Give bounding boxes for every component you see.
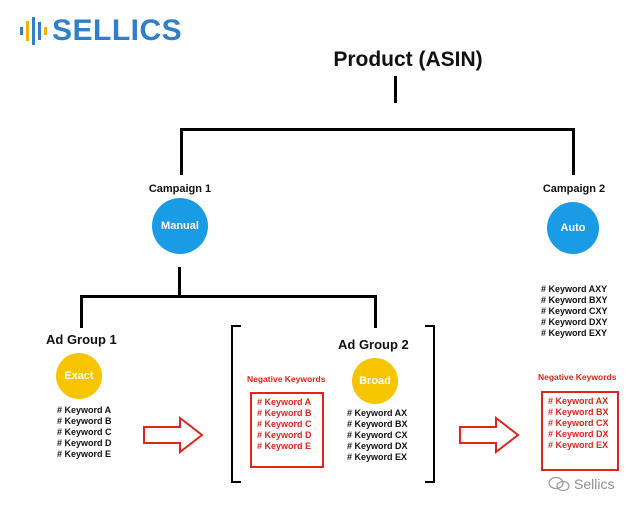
adgroup2-negative-box: # Keyword A # Keyword B # Keyword C # Ke…	[250, 392, 324, 468]
list-item: # Keyword BX	[347, 419, 408, 429]
list-item: # Keyword DX	[548, 429, 609, 439]
list-item: # Keyword EX	[548, 440, 609, 450]
list-item: # Keyword EXY	[541, 328, 608, 338]
adgroup2-branch	[374, 295, 377, 328]
campaign2-label: Campaign 2	[542, 183, 606, 195]
list-item: # Keyword CX	[347, 430, 408, 440]
right-arrow-icon	[459, 416, 520, 454]
list-item: # Keyword C	[257, 419, 312, 429]
adgroup1-exact-circle: Exact	[56, 353, 102, 399]
adgroup1-keyword-list: # Keyword A # Keyword B # Keyword C # Ke…	[57, 405, 112, 460]
campaign-connector	[180, 128, 575, 131]
campaign2-branch	[572, 128, 575, 175]
list-item: # Keyword BXY	[541, 295, 608, 305]
sellics-logo: SELLICS	[18, 14, 182, 48]
list-item: # Keyword D	[57, 438, 112, 448]
list-item: # Keyword B	[257, 408, 312, 418]
chat-bubble-icon	[548, 476, 570, 492]
adgroup2-bracket-left	[231, 325, 241, 483]
campaign2-negative-label: Negative Keywords	[538, 372, 617, 382]
adgroup1-label: Ad Group 1	[46, 332, 117, 347]
list-item: # Keyword CXY	[541, 306, 608, 316]
list-item: # Keyword E	[257, 441, 312, 451]
page-title: Product (ASIN)	[333, 48, 483, 71]
campaign1-branch	[180, 128, 183, 175]
adgroup-connector	[80, 295, 377, 298]
adgroup2-broad-circle: Broad	[352, 358, 398, 404]
adgroup2-label: Ad Group 2	[338, 337, 409, 352]
list-item: # Keyword CX	[548, 418, 609, 428]
adgroup2-keyword-list: # Keyword AX # Keyword BX # Keyword CX #…	[347, 408, 408, 463]
adgroup1-branch	[80, 295, 83, 328]
campaign1-manual-circle: Manual	[152, 198, 208, 254]
list-item: # Keyword C	[57, 427, 112, 437]
adgroup2-negative-list: # Keyword A # Keyword B # Keyword C # Ke…	[257, 397, 317, 452]
campaign1-label: Campaign 1	[148, 183, 212, 195]
list-item: # Keyword AX	[548, 396, 609, 406]
list-item: # Keyword A	[57, 405, 112, 415]
list-item: # Keyword A	[257, 397, 312, 407]
list-item: # Keyword EX	[347, 452, 408, 462]
campaign2-keyword-list: # Keyword AXY # Keyword BXY # Keyword CX…	[541, 284, 608, 339]
campaign2-negative-box: # Keyword AX # Keyword BX # Keyword CX #…	[541, 391, 619, 471]
campaign2-auto-circle: Auto	[547, 202, 599, 254]
list-item: # Keyword DX	[347, 441, 408, 451]
list-item: # Keyword AX	[347, 408, 408, 418]
adgroup2-negative-label: Negative Keywords	[247, 374, 326, 384]
list-item: # Keyword DXY	[541, 317, 608, 327]
adgroup2-bracket-right	[425, 325, 435, 483]
list-item: # Keyword BX	[548, 407, 609, 417]
list-item: # Keyword E	[57, 449, 112, 459]
campaign2-negative-list: # Keyword AX # Keyword BX # Keyword CX #…	[548, 396, 612, 451]
sound-wave-icon	[20, 17, 47, 45]
list-item: # Keyword AXY	[541, 284, 608, 294]
list-item: # Keyword B	[57, 416, 112, 426]
right-arrow-icon	[143, 416, 204, 454]
campaign1-stem	[178, 267, 181, 295]
watermark-text: Sellics	[574, 476, 615, 492]
logo-text: SELLICS	[52, 14, 183, 47]
watermark: Sellics	[548, 476, 614, 492]
list-item: # Keyword D	[257, 430, 312, 440]
title-stem	[394, 76, 397, 103]
